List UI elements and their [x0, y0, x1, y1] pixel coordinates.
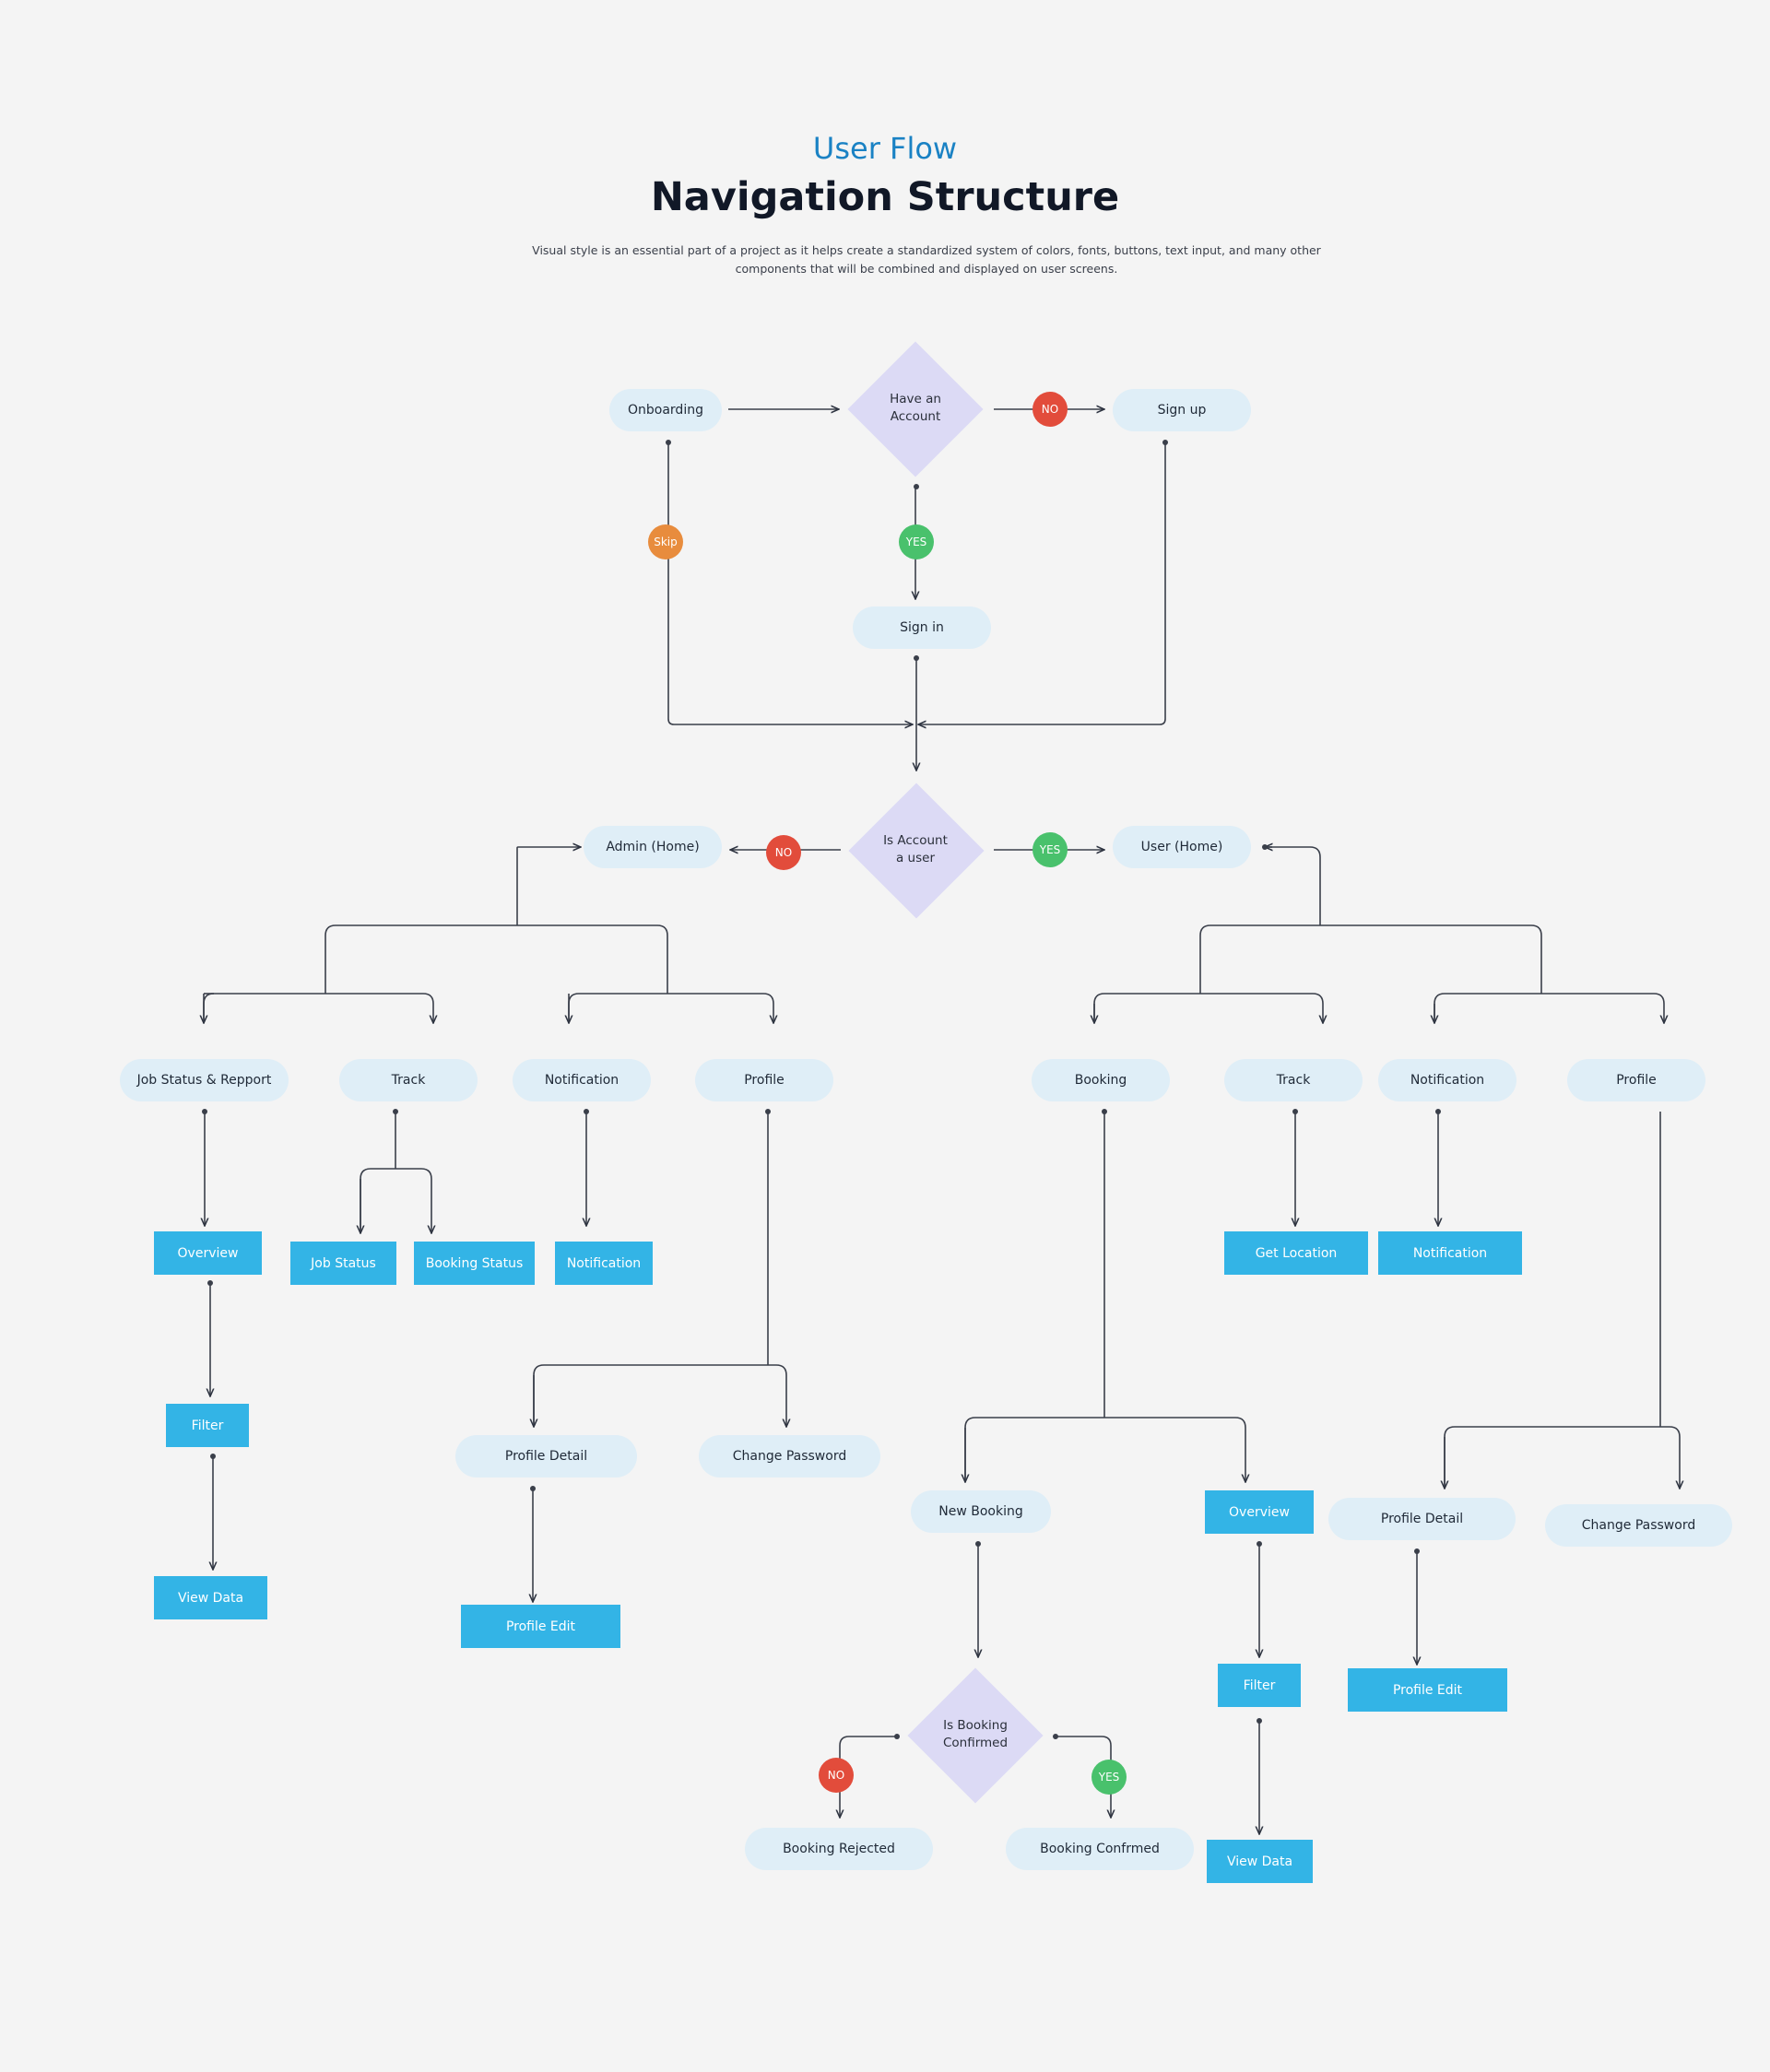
decision-is-account-user-label: Is Account a user [883, 833, 948, 865]
node-admin-home: Admin (Home) [584, 826, 722, 868]
badge-yes: YES [1092, 1760, 1127, 1795]
screen-user-view-data: View Data [1207, 1840, 1313, 1883]
node-onboarding: Onboarding [609, 389, 722, 431]
node-admin-notification: Notification [513, 1059, 651, 1101]
screen-user-notification: Notification [1378, 1231, 1522, 1275]
screen-admin-overview: Overview [154, 1231, 262, 1275]
node-sign-in: Sign in [853, 606, 991, 649]
node-sign-up: Sign up [1113, 389, 1251, 431]
badge-yes: YES [1032, 832, 1068, 867]
decision-have-account-label: Have an Account [890, 392, 941, 424]
node-admin-change-password: Change Password [699, 1435, 880, 1477]
node-admin-profile-detail: Profile Detail [455, 1435, 637, 1477]
screen-admin-profile-edit: Profile Edit [461, 1605, 620, 1648]
page-description: Visual style is an essential part of a p… [532, 243, 1321, 276]
screen-admin-job-status: Job Status [290, 1242, 396, 1285]
page-kicker: User Flow [812, 131, 958, 166]
node-user-change-password: Change Password [1545, 1504, 1732, 1547]
screen-user-get-location: Get Location [1224, 1231, 1368, 1275]
node-user-booking: Booking [1032, 1059, 1170, 1101]
node-user-notification: Notification [1378, 1059, 1516, 1101]
badge-skip: Skip [648, 524, 683, 559]
node-user-booking-confirmed: Booking Confrmed [1006, 1828, 1194, 1870]
screen-admin-booking-status: Booking Status [414, 1242, 535, 1285]
node-user-booking-rejected: Booking Rejected [745, 1828, 933, 1870]
page-title: Navigation Structure [650, 174, 1120, 220]
badge-no: NO [766, 835, 801, 870]
node-user-track: Track [1224, 1059, 1363, 1101]
screen-user-overview: Overview [1205, 1490, 1314, 1534]
decision-is-booking-confirmed-label: Is Booking Confirmed [942, 1718, 1009, 1750]
badge-no: NO [1032, 392, 1068, 427]
node-admin-profile: Profile [695, 1059, 833, 1101]
node-user-profile: Profile [1567, 1059, 1705, 1101]
node-user-home: User (Home) [1113, 826, 1251, 868]
badge-yes: YES [899, 524, 934, 559]
node-user-profile-detail: Profile Detail [1328, 1498, 1516, 1540]
badge-no: NO [819, 1758, 854, 1793]
node-user-new-booking: New Booking [911, 1490, 1051, 1533]
screen-admin-filter: Filter [166, 1404, 249, 1447]
node-admin-job-status-report: Job Status & Repport [120, 1059, 289, 1101]
node-admin-track: Track [339, 1059, 478, 1101]
screen-admin-notification: Notification [555, 1242, 653, 1285]
screen-user-filter: Filter [1218, 1664, 1301, 1707]
screen-admin-view-data: View Data [154, 1576, 267, 1619]
screen-user-profile-edit: Profile Edit [1348, 1668, 1507, 1712]
